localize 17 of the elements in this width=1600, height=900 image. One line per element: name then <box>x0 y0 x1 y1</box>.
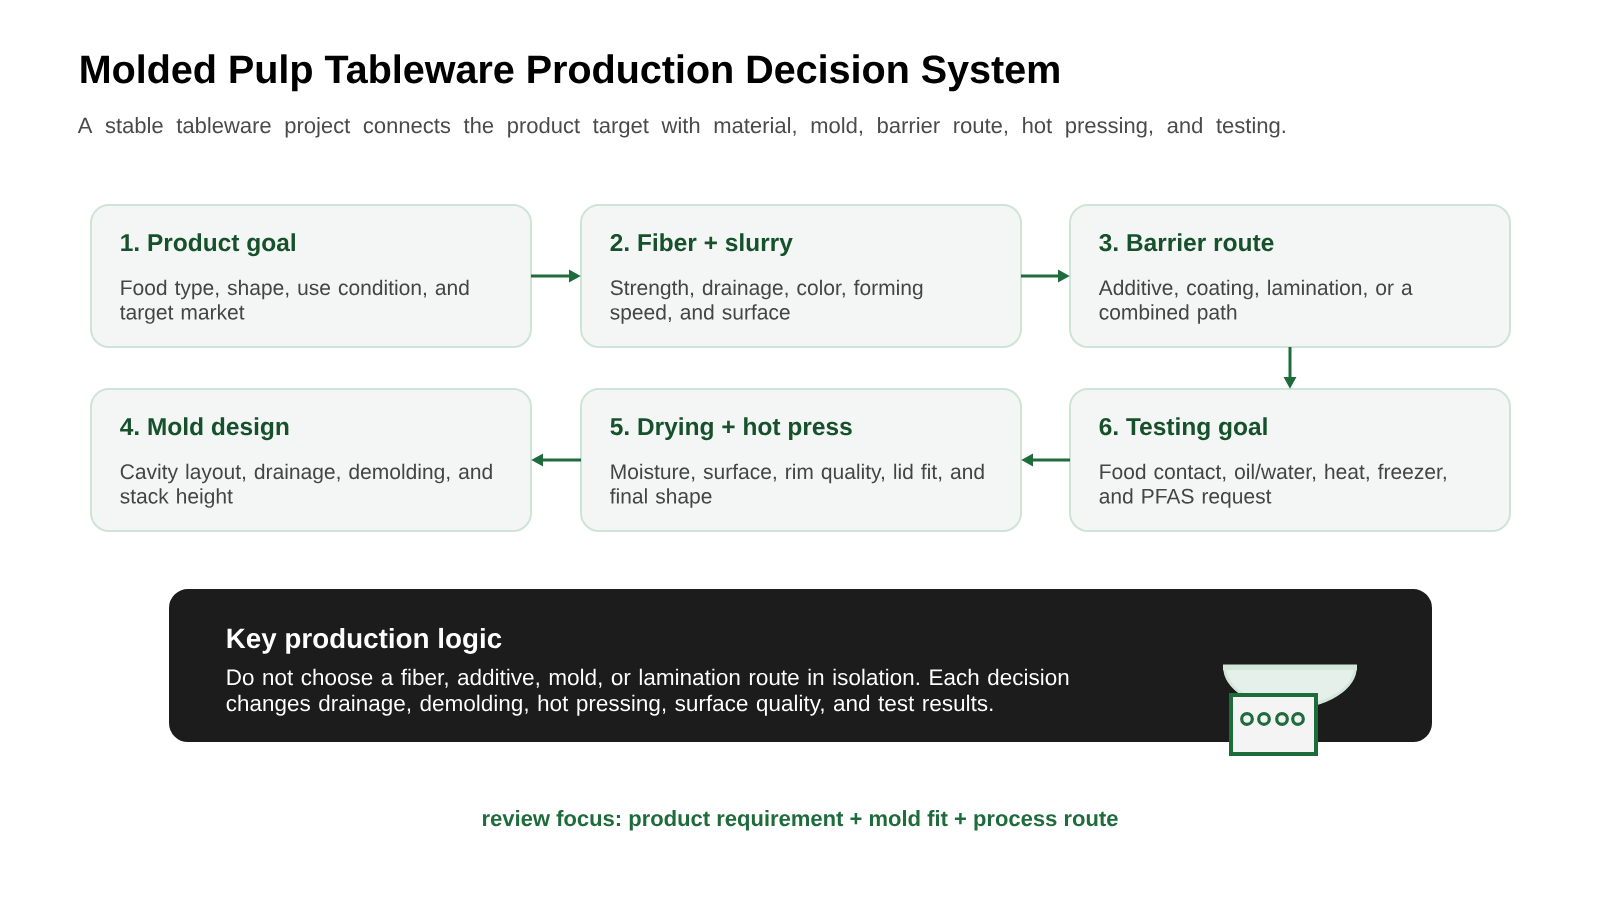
panel-heading: Key production logic <box>227 627 502 654</box>
box-heading: 3. Barrier route <box>1099 233 1274 252</box>
panel-text: Do not choose a fiber, additive, mold, or lamination route in isolation. Each decision changes drainage, demolding, hot pressing, surface quality, and test results. <box>226 668 1069 716</box>
box-text: Cavity layout, drainage, demolding, and stack height <box>120 463 492 508</box>
box-text: Additive, coating, lamination, or a combined path <box>1098 279 1413 324</box>
title: Molded Pulp Tableware Production Decision System <box>81 54 1059 92</box>
box-text: Food contact, oil/water, heat, freezer, and PFAS request <box>1099 463 1446 508</box>
box-text: Strength, drainage, color, forming speed, and surface <box>610 279 923 324</box>
box-text: Food type, shape, use condition, and target market <box>120 279 469 324</box>
box-heading: 6. Testing goal <box>1099 417 1267 441</box>
subtitle: A stable tableware project connects the product target with material, mold, barrier route, hot pressing, and testing. <box>77 117 1285 138</box>
box-text: Moisture, surface, rim quality, lid fit, and final shape <box>610 463 984 508</box>
box-heading: 5. Drying + hot press <box>610 417 852 441</box>
footer-note: review focus: product requirement + mold fit + process route <box>482 810 1118 831</box>
box-heading: 4. Mold design <box>120 417 289 441</box>
box-heading: 2. Fiber + slurry <box>610 233 793 257</box>
box-heading: 1. Product goal <box>121 233 295 257</box>
